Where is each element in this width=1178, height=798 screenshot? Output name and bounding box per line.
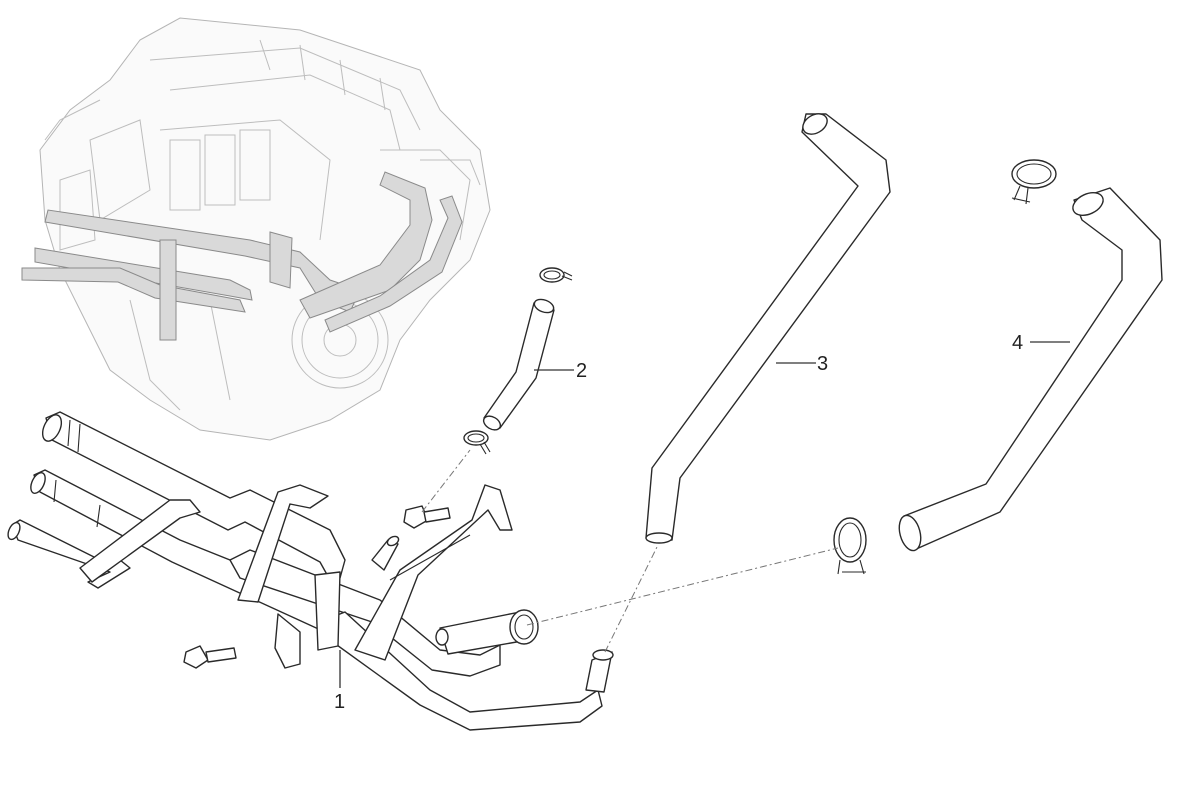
long-hose [645,113,891,544]
heater-pipe-assembly [7,411,614,731]
hose-clamp-upper-large [1011,159,1057,205]
mounting-bolt-lower [183,645,237,669]
callout-3: 3 [776,353,828,375]
hose-clamp-lower-large [833,517,867,575]
hose-clamp-upper-small [539,267,573,283]
engine-overview-illustration [21,17,491,441]
callout-2: 2 [534,360,587,382]
callout-4: 4 [1012,332,1070,354]
assembly-centerlines [421,449,839,653]
callout-1: 1 [334,650,345,713]
hose-clamp-lower-small [463,430,491,455]
callout-3-label: 3 [817,353,828,375]
callout-4-label: 4 [1012,332,1023,354]
hose-with-bend [898,187,1163,552]
mounting-bolt-upper [403,505,451,529]
callout-2-label: 2 [576,360,587,382]
short-hose [482,298,555,431]
callout-1-label: 1 [334,691,345,713]
